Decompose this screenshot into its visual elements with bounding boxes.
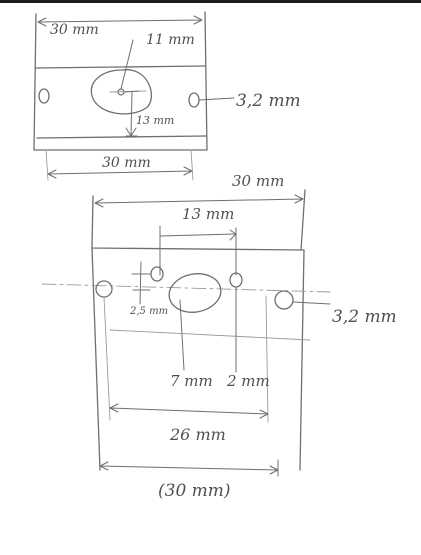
bottom-part-drawing [41, 189, 331, 477]
top-center-leader [120, 39, 134, 90]
top-center-hole [90, 69, 152, 115]
bottom-left-hole [95, 280, 113, 298]
bottom-width-label: 30 mm [232, 172, 284, 190]
bottom-ext-left [103, 296, 111, 421]
bottom-total-arrow [99, 459, 279, 477]
bottom-center-axis [41, 283, 331, 293]
bottom-outer-span-arrow [109, 403, 269, 419]
bottom-center-hole-label: 7 mm [170, 372, 213, 390]
bottom-ext-right [265, 295, 269, 423]
top-part-drawing [33, 11, 235, 181]
bottom-offset-arrow [131, 261, 151, 305]
bottom-left-pin-hole [150, 266, 164, 282]
bottom-width-arrow [94, 194, 304, 208]
top-right-hole [188, 92, 200, 108]
bottom-plate-outline [91, 189, 306, 251]
top-width-label: 30 mm [50, 22, 99, 38]
bottom-center-hole [168, 273, 222, 313]
bottom-outer-span-label: 26 mm [169, 425, 226, 444]
top-height-arrow [124, 90, 140, 137]
bottom-pin-span-label: 13 mm [182, 205, 234, 223]
top-hole-diameter-label: 11 mm [146, 32, 195, 48]
top-right-hole-leader [198, 97, 235, 101]
top-height-label: 13 mm [136, 114, 174, 127]
top-side-hole-label: 3,2 mm [236, 91, 301, 111]
bottom-pin-span-arrow [159, 225, 237, 276]
bottom-pin-hole-label: 2 mm [226, 372, 270, 390]
bottom-right-hole-leader [292, 301, 331, 305]
bottom-center-leader [179, 299, 185, 371]
top-span-left-ext [45, 149, 49, 181]
bottom-total-label: (30 mm) [158, 481, 231, 501]
top-span-right-ext [190, 149, 194, 181]
top-left-hole [38, 88, 50, 104]
top-plate-outline [33, 11, 208, 151]
top-plate-band [35, 65, 207, 139]
top-width-arrow [37, 15, 203, 27]
top-span-label: 30 mm [102, 155, 151, 171]
bottom-offset-label: 2,5 mm [129, 306, 168, 317]
bottom-ext-long [109, 329, 311, 341]
top-span-arrow [47, 166, 193, 179]
top-border [0, 0, 421, 3]
bottom-side-hole-label: 3,2 mm [332, 307, 397, 327]
bottom-right-hole [274, 290, 294, 310]
